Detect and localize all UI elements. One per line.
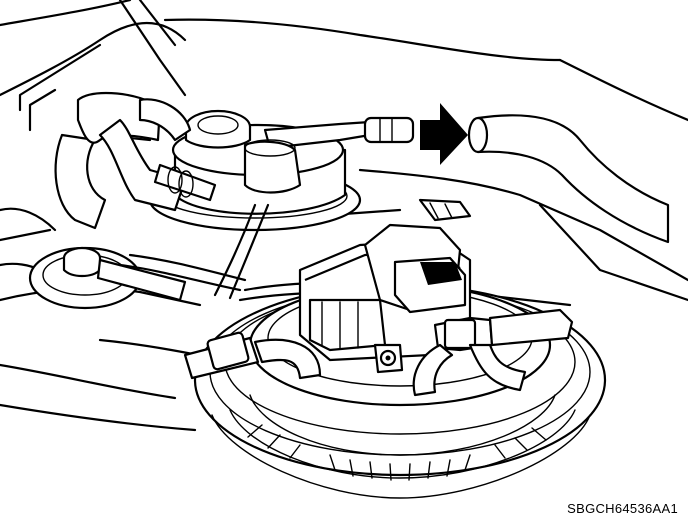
fuel-line-connector xyxy=(243,116,415,194)
pump-connector-housing xyxy=(298,198,472,374)
reference-code: SBGCH64536AA1 xyxy=(567,501,678,516)
pump-outlet-hoses xyxy=(183,308,574,397)
tank-housing xyxy=(0,0,688,432)
vapor-hoses xyxy=(54,91,217,230)
arrow-right-icon xyxy=(420,103,468,165)
left-round-valve xyxy=(28,246,187,310)
disconnected-hose xyxy=(467,114,670,244)
